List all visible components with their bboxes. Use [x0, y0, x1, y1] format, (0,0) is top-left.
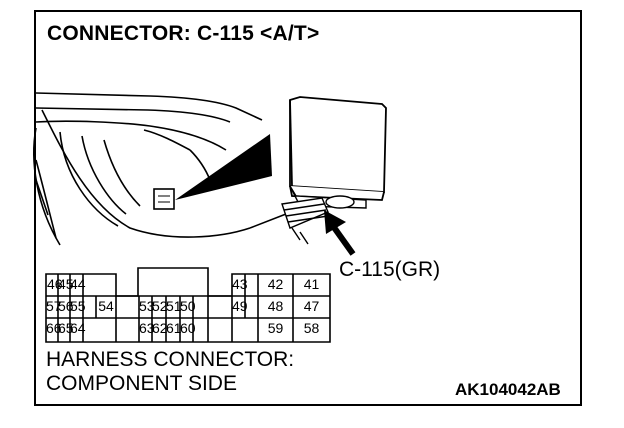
pointer-wedge [175, 134, 272, 200]
ecu-location-box [153, 188, 175, 210]
diagram-title: CONNECTOR: C-115 <A/T> [47, 22, 320, 45]
pin-48: 48 [267, 298, 284, 314]
instrument-panel-drawing [33, 92, 287, 246]
side-label-line-2: COMPONENT SIDE [46, 372, 237, 395]
pin-42: 42 [267, 276, 284, 292]
pin-53: 53 [139, 298, 155, 314]
pin-52: 52 [152, 298, 168, 314]
pin-54: 54 [98, 298, 114, 314]
pin-61: 61 [166, 320, 182, 336]
pin-66: 66 [46, 320, 62, 336]
pin-50: 50 [180, 298, 196, 314]
pin-64: 64 [70, 320, 86, 336]
pin-44: 44 [70, 276, 86, 292]
pin-63: 63 [139, 320, 155, 336]
pin-46: 46 [47, 276, 63, 292]
pin-65: 65 [58, 320, 74, 336]
pin-43: 43 [232, 276, 248, 292]
pin-47: 47 [303, 298, 320, 314]
side-label-line-1: HARNESS CONNECTOR: [46, 348, 295, 371]
pin-59: 59 [267, 320, 284, 336]
pin-58: 58 [303, 320, 320, 336]
pin-56: 56 [58, 298, 74, 314]
ecu-module [289, 96, 387, 201]
pin-49: 49 [232, 298, 248, 314]
connector-arrow [324, 210, 356, 256]
pin-45: 45 [58, 276, 74, 292]
connector-face [45, 267, 331, 343]
pin-60: 60 [180, 320, 196, 336]
harness-connector [281, 185, 367, 245]
pin-62: 62 [152, 320, 168, 336]
connector-callout-label: C-115(GR) [339, 258, 441, 281]
pin-41: 41 [303, 276, 320, 292]
figure-code: AK104042AB [455, 380, 561, 399]
pin-51: 51 [166, 298, 182, 314]
pin-57: 57 [46, 298, 62, 314]
diagram-frame [34, 10, 582, 406]
pin-55: 55 [70, 298, 86, 314]
